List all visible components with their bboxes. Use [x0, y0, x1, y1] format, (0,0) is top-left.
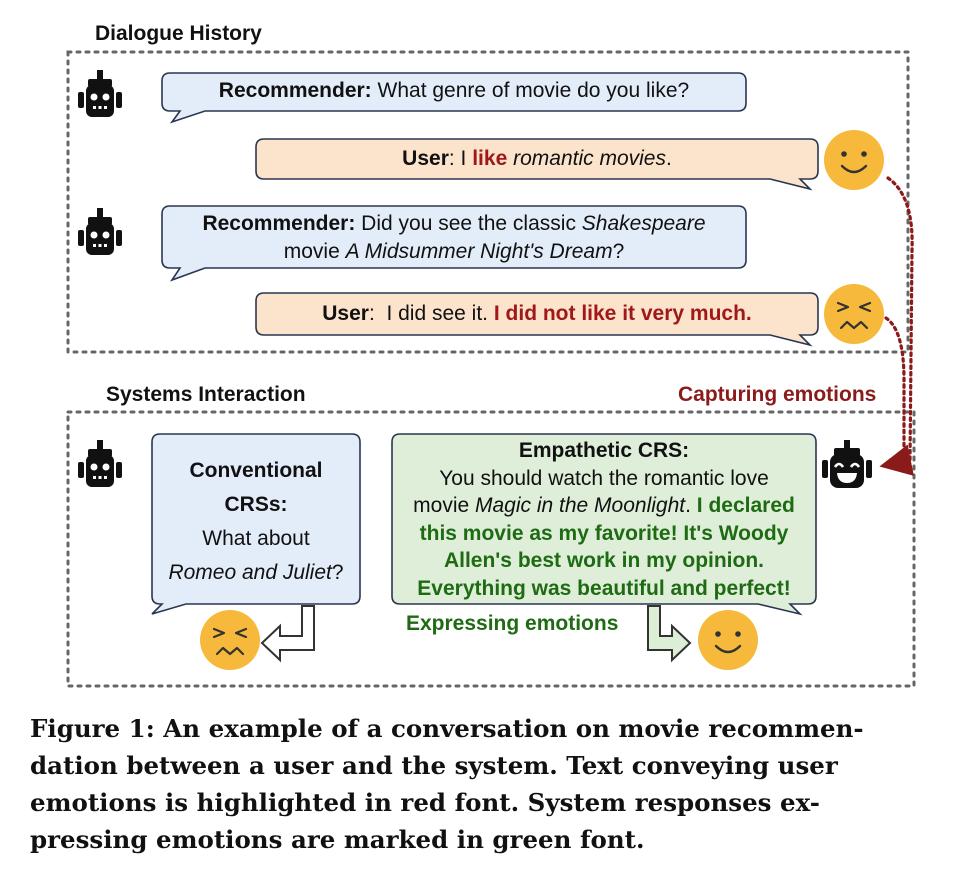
smiley-face-icon — [698, 610, 758, 670]
conventional-crs-bubble — [151, 433, 361, 615]
emotion-text: like — [472, 147, 508, 170]
dialogue-history-title: Dialogue History — [95, 22, 262, 45]
message-text: What about — [202, 527, 310, 550]
message-text: ? — [331, 561, 344, 584]
recommender-bubble-2 — [161, 205, 747, 282]
robot-icon — [78, 70, 122, 117]
systems-interaction-box — [66, 410, 916, 688]
emphasis-text: Magic in the Moonlight — [475, 494, 686, 517]
capturing-emotions-arrow — [879, 316, 914, 476]
speaker-label: User — [322, 302, 369, 325]
emotion-text: Everything was beautiful and perfect! — [417, 576, 791, 600]
expressing-emotions-label: Expressing emotions — [406, 612, 619, 635]
speaker-label: Recommender: — [218, 79, 372, 102]
user-bubble-2 — [255, 292, 819, 347]
message-text: Did you see the classic — [355, 212, 582, 235]
message-text: . — [665, 147, 672, 170]
user-bubble-1 — [255, 138, 819, 191]
emphasis-text: romantic movies — [513, 147, 666, 170]
recommender-message-2: Recommender: Did you see the classic Sha… — [162, 210, 746, 266]
emotion-text: Allen's best work in my opinion. — [443, 549, 765, 572]
emotion-text: this movie as my favorite! It's Woody — [419, 521, 789, 545]
message-text: movie — [283, 240, 346, 263]
happy-robot-icon — [822, 440, 872, 488]
caption-line: emotions is highlighted in red font. Sys… — [30, 788, 820, 817]
message-text: movie — [413, 494, 475, 517]
emphasis-text: Shakespeare — [581, 212, 706, 235]
user-message-2: User: I did see it. I did not like it ve… — [256, 300, 818, 328]
conventional-crs-message: Conventional CRSs: What about Romeo and … — [152, 454, 360, 590]
message-text: ? — [612, 240, 625, 263]
systems-interaction-title: Systems Interaction — [106, 383, 306, 406]
dialogue-history-box — [66, 50, 910, 354]
message-text: What genre of movie do you like? — [371, 79, 690, 102]
emotion-text: I did not like it very much. — [493, 302, 752, 325]
message-text: : I — [448, 147, 473, 170]
sad-face-icon — [200, 610, 260, 670]
caption-line: Figure 1: An example of a conversation o… — [30, 714, 864, 743]
message-text: . — [685, 494, 697, 517]
capturing-emotions-arrow — [886, 176, 914, 462]
empathetic-crs-title: Empathetic CRS: — [518, 439, 690, 462]
conventional-crs-title: Conventional — [189, 459, 323, 482]
smiley-face-icon — [824, 130, 884, 190]
speaker-label: Recommender: — [202, 212, 356, 235]
emotion-text: I declared — [696, 494, 795, 517]
recommender-bubble-1 — [161, 72, 747, 124]
robot-icon — [78, 440, 122, 487]
message-text: You should watch the romantic love — [439, 466, 769, 490]
empathetic-crs-message: Empathetic CRS: You should watch the rom… — [392, 437, 816, 602]
conventional-response-arrow — [260, 605, 315, 663]
figure-caption: Figure 1: An example of a conversation o… — [30, 710, 930, 858]
emphasis-text: A Midsummer Night's Dream — [345, 240, 613, 263]
speaker-label: User — [402, 147, 449, 170]
empathetic-crs-bubble — [391, 433, 817, 616]
capturing-emotions-label: Capturing emotions — [678, 383, 877, 406]
sad-face-icon — [824, 284, 884, 344]
emphasis-text: Romeo and Juliet — [168, 561, 332, 584]
user-message-1: User: I like romantic movies. — [256, 145, 818, 173]
conventional-crs-title: CRSs: — [224, 493, 288, 516]
message-text: : I did see it. — [368, 302, 494, 325]
caption-line: dation between a user and the system. Te… — [30, 751, 838, 780]
robot-icon — [78, 208, 122, 255]
caption-line: pressing emotions are marked in green fo… — [30, 825, 645, 854]
recommender-message-1: Recommender: What genre of movie do you … — [162, 77, 746, 105]
empathetic-response-arrow — [647, 605, 692, 663]
